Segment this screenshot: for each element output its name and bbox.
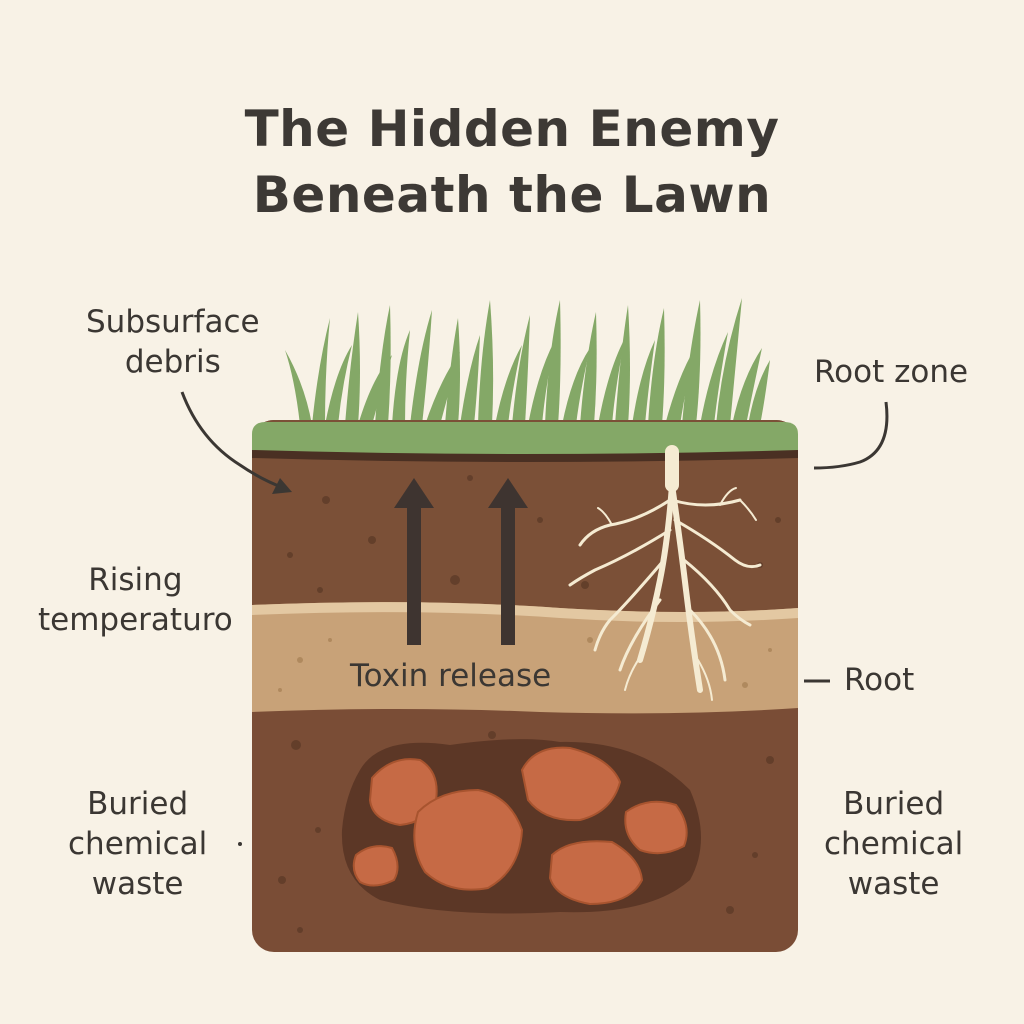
label-line: Subsurface [86, 304, 260, 340]
root-system [568, 445, 762, 701]
subsurface-debris-pointer [180, 391, 285, 490]
label-subsurface-debris: Subsurface debris [86, 302, 260, 382]
label-line: Buried [87, 786, 189, 822]
label-line: waste [91, 866, 184, 902]
grass-turf [252, 422, 798, 455]
root-zone-pointer [813, 401, 889, 470]
label-line: chemical [824, 826, 964, 862]
label-line: Buried [843, 786, 945, 822]
rising-arrows [394, 478, 528, 645]
label-line: debris [124, 344, 221, 380]
label-line: Rising [88, 562, 183, 598]
waste-pointer-dot [238, 842, 242, 846]
title-line-1: The Hidden Enemy [244, 100, 780, 158]
label-toxin-release: Toxin release [350, 658, 552, 694]
label-buried-waste-left: Buried chemical waste [68, 784, 207, 904]
pointer-arrowhead [272, 478, 292, 494]
label-root-zone: Root zone [814, 354, 969, 390]
buried-waste-rocks [352, 746, 688, 906]
label-root: Root [844, 662, 915, 698]
grass-blades [285, 298, 770, 425]
label-line: waste [847, 866, 940, 902]
label-line: temperaturo [38, 602, 233, 638]
label-line: chemical [68, 826, 208, 862]
label-buried-waste-right: Buried chemical waste [824, 784, 963, 904]
title-line-2: Beneath the Lawn [252, 166, 772, 224]
label-rising-temperature: Rising temperaturo [38, 560, 233, 640]
